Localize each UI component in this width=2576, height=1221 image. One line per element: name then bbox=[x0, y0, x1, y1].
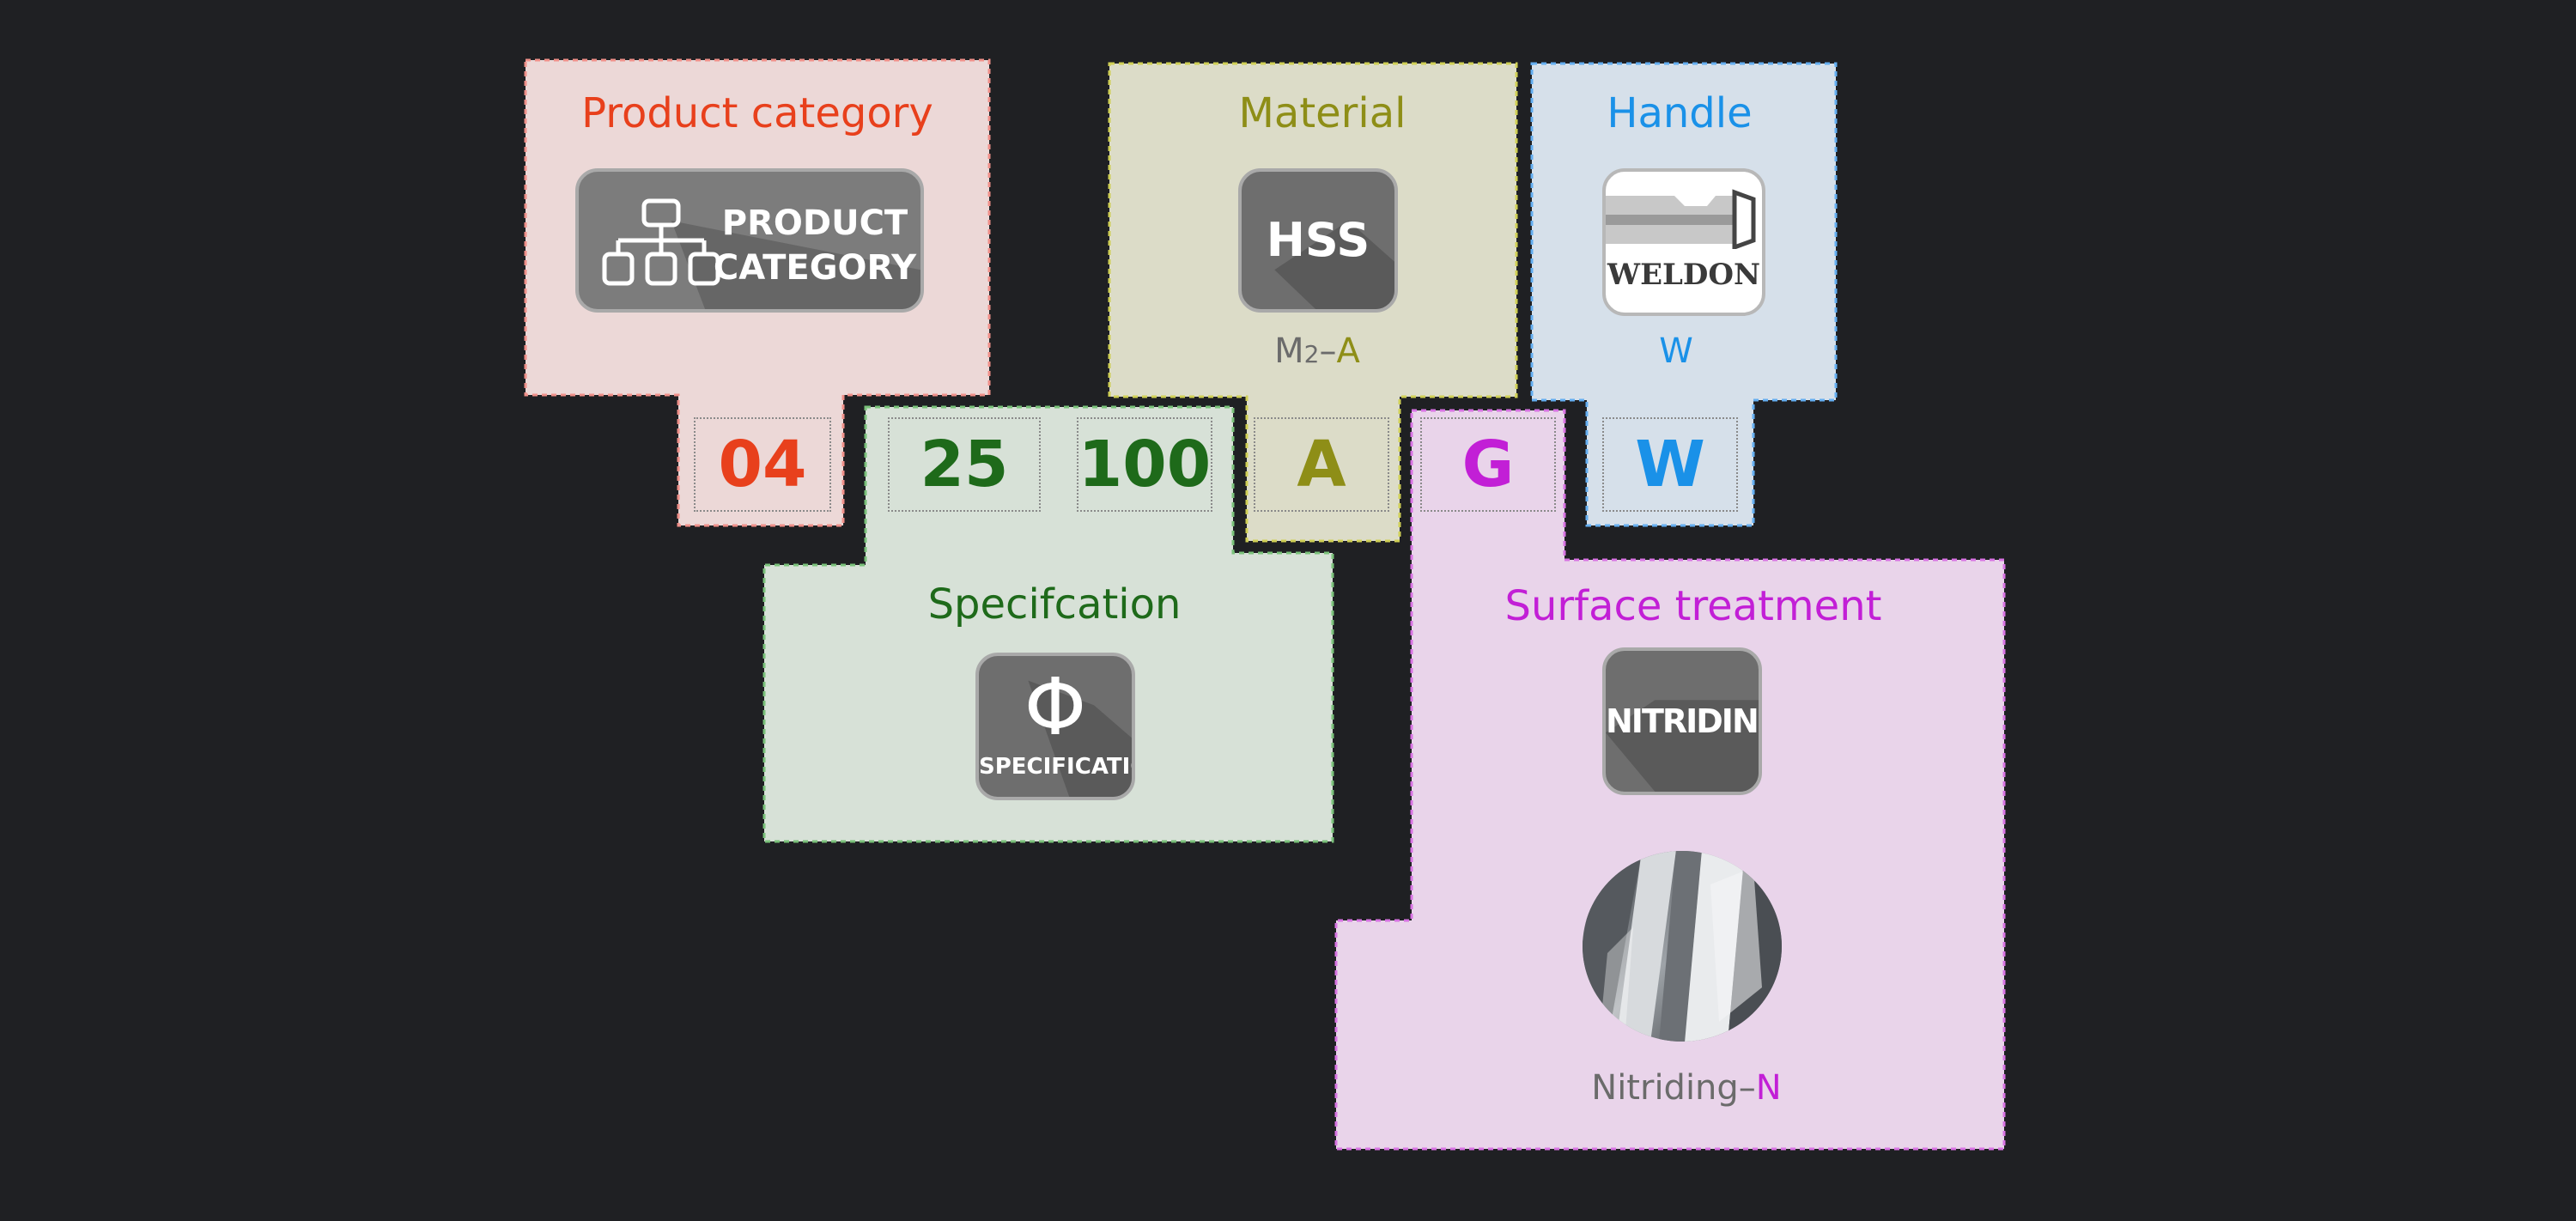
tile-surface-treatment-label: NITRIDING bbox=[1606, 702, 1759, 740]
weldon-shank-icon bbox=[1606, 189, 1756, 249]
tile-handle: WELDON bbox=[1602, 168, 1765, 316]
caption-handle: W bbox=[1659, 331, 1693, 371]
code-box-surface-treatment: G bbox=[1420, 417, 1556, 512]
tile-product-category-label: PRODUCT CATEGORY bbox=[713, 204, 917, 288]
heading-product-category: Product category bbox=[581, 89, 933, 137]
phi-symbol-icon: Φ bbox=[1024, 661, 1087, 753]
tile-shadow bbox=[1606, 700, 1759, 792]
nitrided-steel-photo bbox=[1583, 851, 1782, 1042]
tile-material: HSS bbox=[1238, 168, 1398, 313]
heading-surface-treatment: Surface treatment bbox=[1504, 582, 1882, 630]
code-box-product-category: 04 bbox=[694, 417, 831, 512]
tile-shadow bbox=[671, 221, 920, 309]
heading-specification: Specifcation bbox=[927, 580, 1182, 629]
tile-surface-treatment: NITRIDING bbox=[1602, 647, 1762, 795]
code-box-material: A bbox=[1254, 417, 1389, 512]
caption-surface-treatment: Nitriding–N bbox=[1591, 1068, 1782, 1108]
code-box-handle: W bbox=[1602, 417, 1738, 512]
hierarchy-icon bbox=[602, 198, 720, 286]
code-box-length: 100 bbox=[1077, 417, 1212, 512]
tile-specification: Φ SPECIFICATION bbox=[975, 653, 1135, 800]
tile-handle-label: WELDON bbox=[1607, 258, 1761, 292]
heading-material: Material bbox=[1238, 89, 1406, 137]
heading-handle: Handle bbox=[1607, 89, 1753, 137]
tile-shadow bbox=[1274, 221, 1394, 309]
tile-product-category: PRODUCT CATEGORY bbox=[575, 168, 924, 313]
tile-shadow bbox=[1028, 680, 1132, 797]
region-specification bbox=[762, 405, 1334, 843]
caption-material: M2–A bbox=[1274, 331, 1360, 371]
code-box-diameter: 25 bbox=[888, 417, 1041, 512]
tile-specification-label: SPECIFICATION bbox=[979, 754, 1132, 780]
tile-material-label: HSS bbox=[1266, 213, 1370, 267]
